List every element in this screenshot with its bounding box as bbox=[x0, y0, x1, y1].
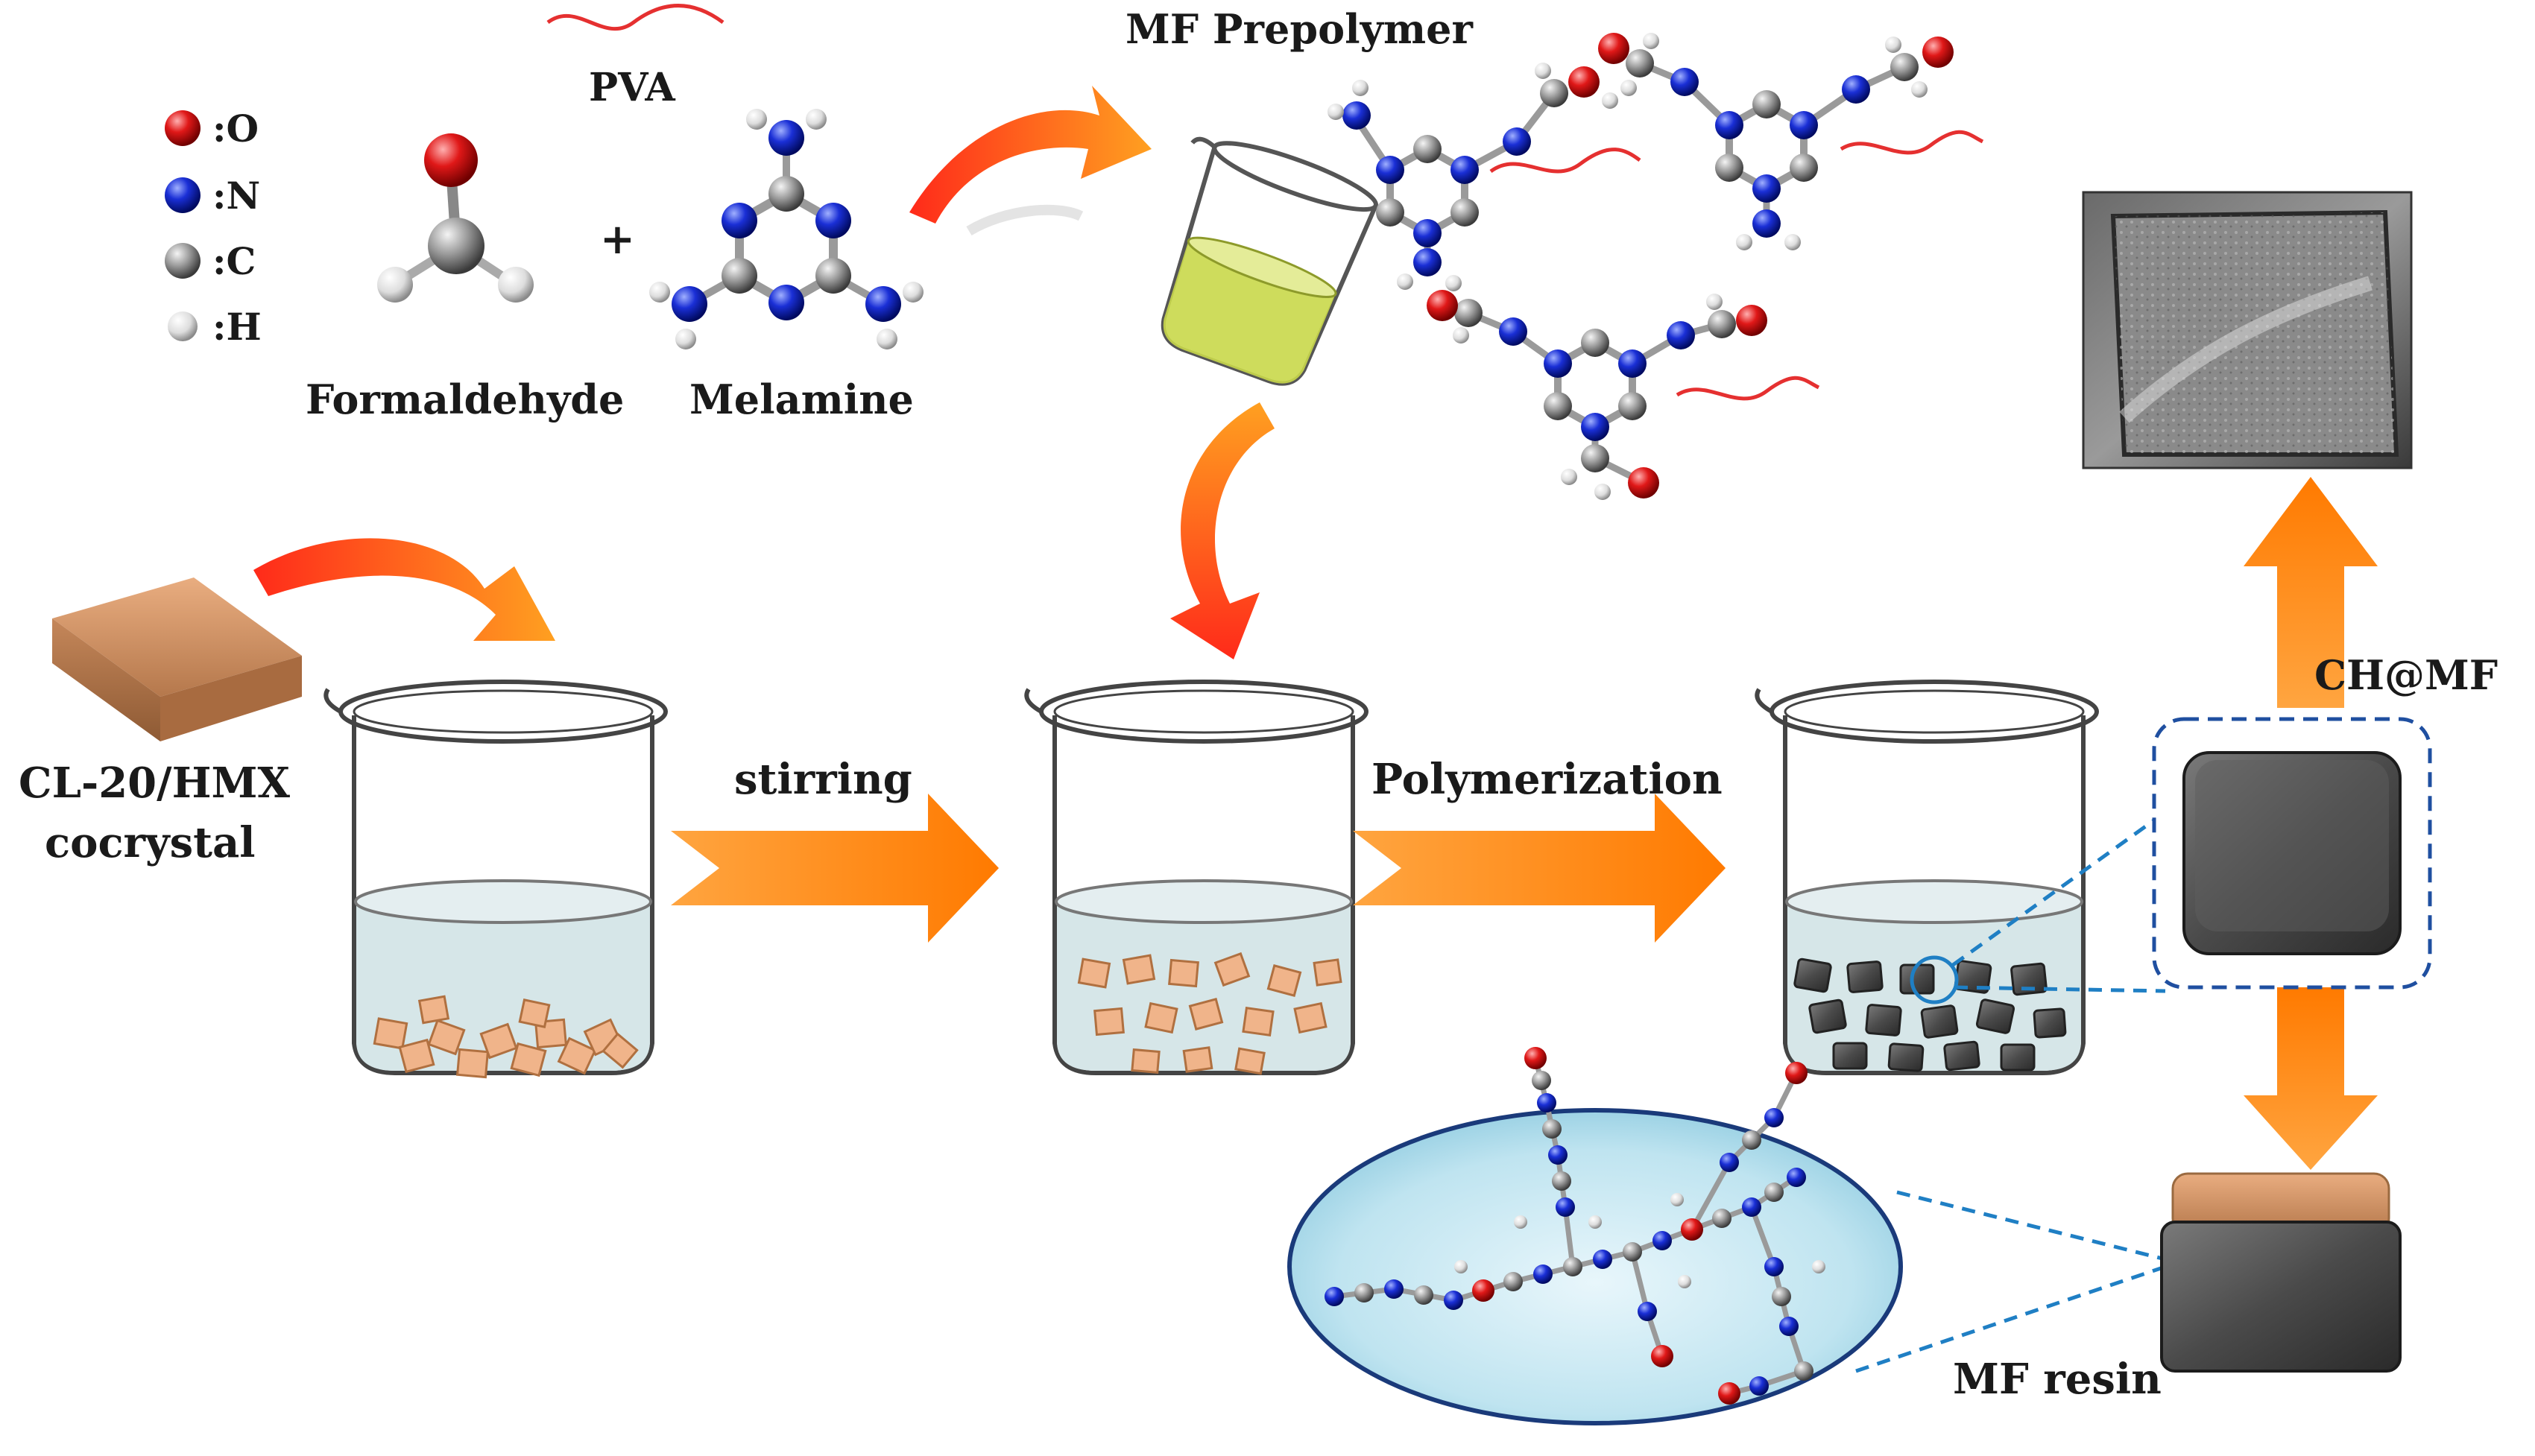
cocrystal-block bbox=[52, 577, 302, 741]
carbon-atom-icon bbox=[165, 243, 201, 279]
plus-sign: + bbox=[600, 215, 635, 264]
cocrystal-label-line1: CL-20/HMX bbox=[19, 759, 290, 808]
oxygen-atom-icon bbox=[165, 110, 201, 146]
arrow-up-to-sem-icon bbox=[2244, 477, 2378, 708]
chmf-coated-crystal bbox=[2152, 717, 2432, 990]
prepolymer-beaker bbox=[1161, 136, 1378, 386]
legend-label-c: :C bbox=[212, 239, 256, 283]
polymerization-label: Polymerization bbox=[1371, 755, 1723, 804]
prepolymer-molecule-2 bbox=[1598, 33, 1984, 250]
hydrogen-atom-icon bbox=[168, 311, 198, 341]
legend-label-n: :N bbox=[212, 174, 260, 218]
coated-crystal-section bbox=[2160, 1172, 2402, 1373]
atom-legend: :O :N :C :H bbox=[165, 107, 262, 349]
legend-label-o: :O bbox=[212, 107, 259, 151]
mf-resin-label: MF resin bbox=[1953, 1355, 2162, 1404]
curved-arrow-to-prepolymer-icon bbox=[909, 86, 1152, 224]
prepolymer-molecule-1 bbox=[1328, 63, 1641, 291]
stirring-arrow-icon bbox=[671, 794, 999, 943]
beaker-1 bbox=[323, 680, 668, 1079]
melamine-label: Melamine bbox=[689, 376, 914, 423]
beaker-3 bbox=[1755, 680, 2099, 1075]
arrow-down-to-coated-crystal-icon bbox=[2244, 987, 2378, 1170]
stirring-label: stirring bbox=[734, 755, 912, 804]
prepolymer-molecule-3 bbox=[1427, 290, 1820, 500]
mf-prepolymer-label: MF Prepolymer bbox=[1126, 5, 1473, 53]
polymerization-arrow-icon bbox=[1353, 794, 1726, 943]
beaker-2 bbox=[1024, 680, 1368, 1075]
legend-label-h: :H bbox=[212, 305, 262, 349]
formaldehyde-label: Formaldehyde bbox=[306, 376, 624, 423]
curved-arrow-to-beaker1-icon bbox=[253, 538, 555, 641]
curved-arrow-to-beaker2-icon bbox=[1170, 402, 1275, 659]
pva-label: PVA bbox=[589, 65, 675, 110]
chmf-label: CH@MF bbox=[2314, 651, 2498, 699]
sem-micrograph bbox=[2082, 191, 2413, 469]
cocrystal-label-line2: cocrystal bbox=[45, 818, 256, 867]
mf-resin-network bbox=[1287, 1047, 1903, 1425]
formaldehyde-molecule bbox=[377, 133, 534, 303]
nitrogen-atom-icon bbox=[165, 177, 201, 213]
pva-chain-icon bbox=[546, 4, 724, 31]
melamine-molecule bbox=[649, 109, 924, 349]
